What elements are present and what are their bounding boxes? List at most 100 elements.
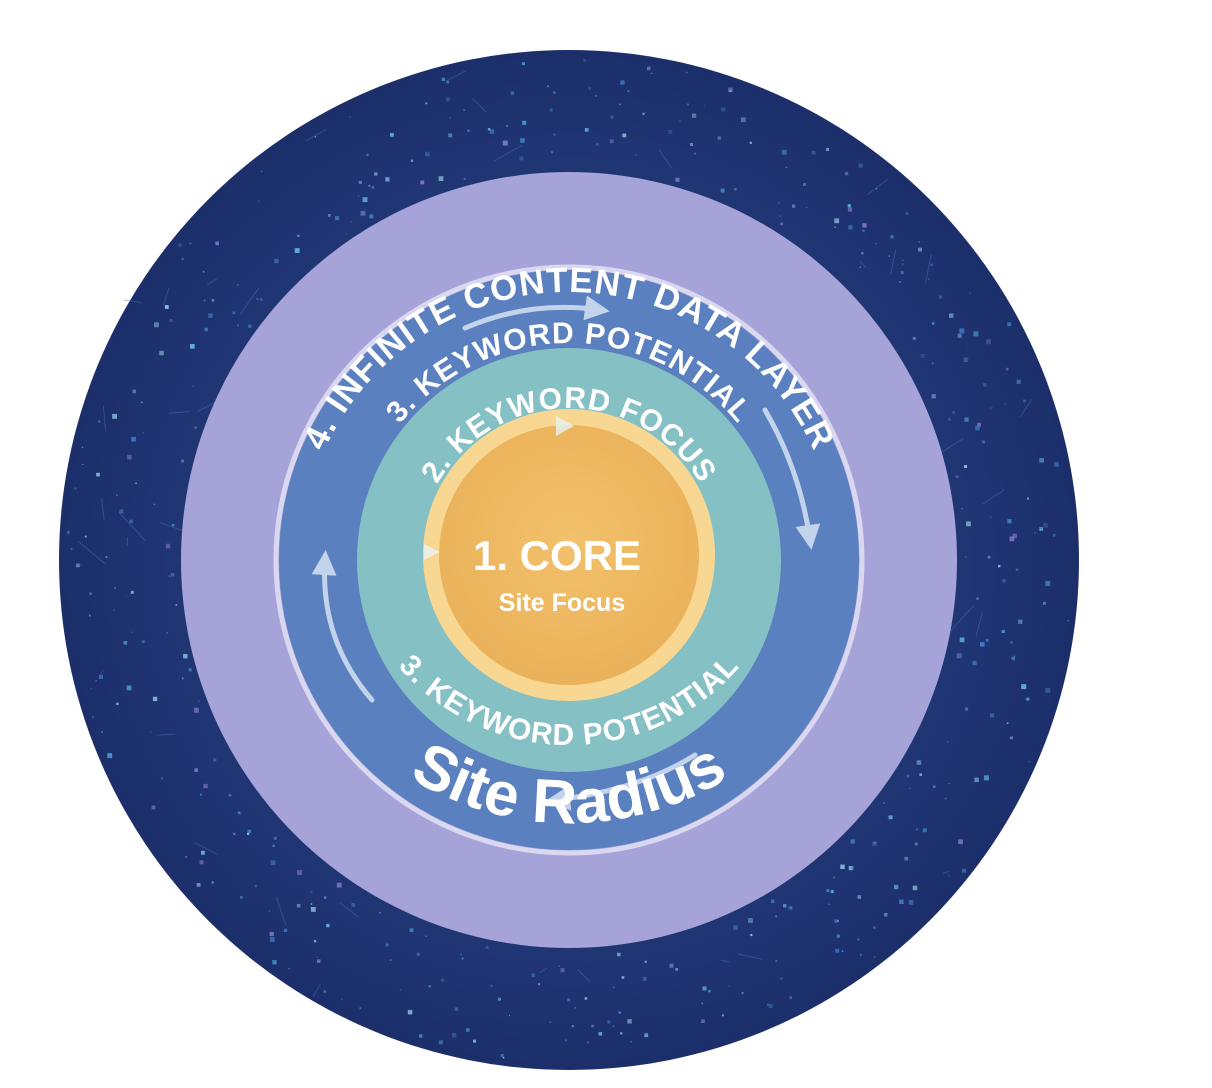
data-particle: [919, 773, 922, 776]
data-particle: [565, 1039, 567, 1042]
data-particle: [487, 128, 491, 131]
data-particle: [912, 885, 918, 891]
data-link-line: [305, 128, 328, 142]
data-link-line: [101, 497, 105, 520]
data-particle: [609, 139, 614, 144]
data-particle: [1007, 519, 1012, 524]
data-particle: [466, 1028, 470, 1032]
data-particle: [129, 519, 133, 524]
data-particle: [166, 632, 168, 634]
data-particle: [642, 976, 647, 981]
data-particle: [368, 184, 371, 187]
data-particle: [792, 204, 796, 208]
data-particle: [489, 129, 495, 134]
data-particle: [598, 1032, 603, 1036]
data-particle: [467, 129, 470, 132]
data-link-line: [658, 149, 673, 169]
data-particle: [558, 965, 560, 967]
data-particle: [969, 292, 971, 294]
data-particle: [520, 138, 525, 143]
data-particle: [875, 188, 878, 190]
data-particle: [708, 990, 711, 993]
data-particle: [861, 251, 864, 255]
data-particle: [350, 221, 352, 223]
data-particle: [70, 548, 73, 550]
data-particle: [98, 674, 103, 679]
data-link-line: [941, 438, 964, 453]
data-particle: [194, 426, 197, 429]
data-particle: [297, 870, 303, 876]
data-particle: [584, 128, 589, 132]
data-particle: [998, 565, 1001, 568]
data-particle: [959, 637, 965, 643]
data-particle: [930, 263, 933, 266]
data-link-line: [859, 260, 867, 268]
data-particle: [461, 957, 464, 960]
data-link-line: [720, 959, 730, 963]
data-particle: [976, 597, 979, 600]
data-link-line: [982, 489, 1005, 505]
data-particle: [973, 331, 979, 337]
data-particle: [946, 741, 949, 743]
data-particle: [1039, 457, 1044, 463]
data-particle: [193, 707, 199, 713]
data-particle: [768, 1004, 773, 1008]
data-link-line: [194, 842, 218, 856]
data-particle: [269, 931, 274, 937]
data-particle: [310, 890, 313, 893]
data-particle: [932, 785, 936, 789]
data-particle: [931, 394, 936, 399]
data-particle: [441, 77, 446, 82]
data-particle: [454, 1007, 458, 1011]
data-particle: [273, 836, 277, 840]
data-particle: [894, 884, 899, 890]
data-particle: [790, 906, 793, 909]
data-particle: [130, 590, 134, 594]
data-particle: [68, 530, 70, 532]
data-particle: [669, 963, 674, 968]
data-particle: [964, 417, 969, 422]
data-particle: [834, 226, 836, 228]
data-particle: [1010, 736, 1013, 740]
data-particle: [634, 154, 637, 156]
data-particle: [82, 464, 84, 465]
data-particle: [407, 1009, 413, 1015]
data-particle: [922, 828, 927, 833]
data-particle: [560, 968, 565, 973]
data-particle: [701, 1019, 705, 1023]
data-particle: [490, 985, 493, 987]
data-particle: [741, 117, 746, 123]
data-particle: [959, 328, 965, 334]
data-particle: [906, 774, 910, 778]
data-particle: [168, 575, 171, 578]
data-particle: [1009, 536, 1015, 542]
data-link-line: [118, 512, 146, 542]
data-particle: [116, 702, 119, 706]
data-particle: [538, 983, 541, 986]
data-particle: [126, 685, 132, 691]
data-particle: [127, 454, 132, 460]
data-particle: [268, 910, 270, 912]
data-link-line: [77, 540, 106, 565]
data-particle: [888, 255, 890, 257]
data-particle: [425, 102, 428, 105]
data-particle: [733, 925, 738, 930]
data-particle: [647, 66, 651, 71]
data-particle: [215, 241, 219, 246]
data-link-line: [75, 564, 82, 568]
data-particle: [972, 660, 977, 666]
data-particle: [967, 348, 969, 350]
data-particle: [858, 163, 863, 168]
data-particle: [199, 860, 204, 865]
data-particle: [728, 87, 733, 92]
data-particle: [1026, 697, 1030, 701]
data-particle: [181, 258, 184, 260]
data-particle: [473, 1039, 477, 1043]
data-particle: [622, 133, 627, 138]
data-particle: [835, 948, 840, 953]
data-particle: [237, 811, 241, 815]
data-link-line: [339, 902, 360, 918]
data-particle: [240, 895, 243, 899]
data-particle: [152, 696, 158, 702]
data-particle: [779, 215, 781, 217]
